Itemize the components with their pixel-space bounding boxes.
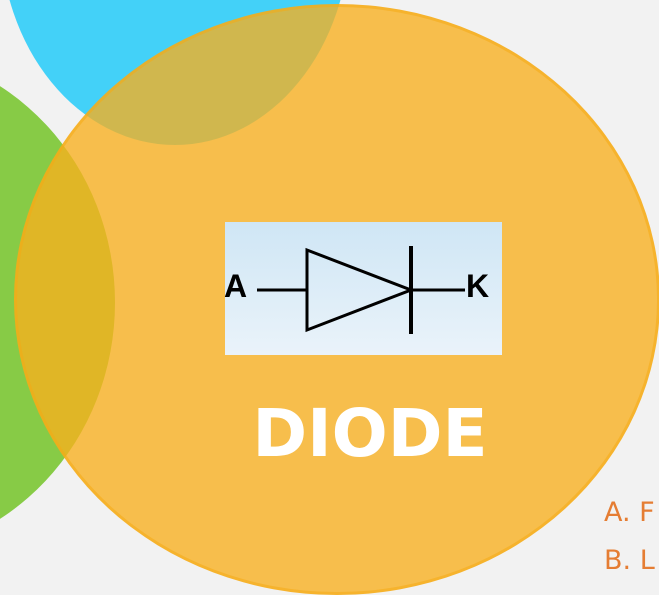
anode-label: A [224,268,248,304]
orange-circle [14,4,659,595]
cathode-label: K [466,268,490,304]
list-item: B. L [604,545,655,576]
list-item: A. F [604,497,655,528]
diode-symbol-icon [257,246,465,334]
diode-triangle [305,247,416,333]
diagram-title: DIODE [252,395,488,472]
diode-symbol-panel [225,222,502,355]
